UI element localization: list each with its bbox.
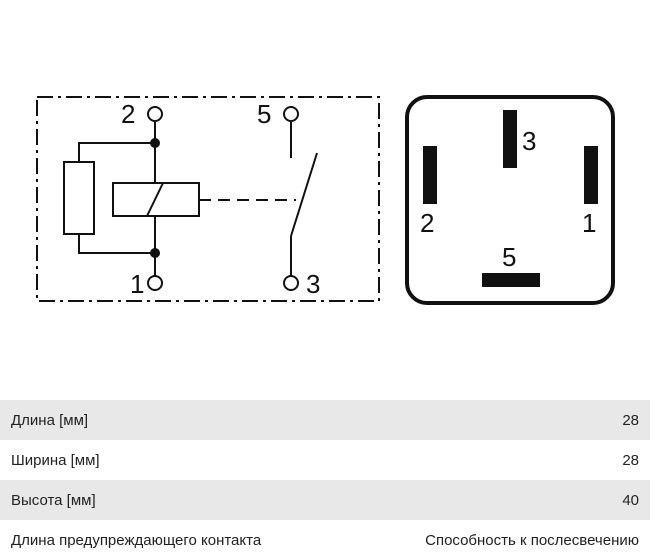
footprint-label-5: 5 xyxy=(502,242,516,272)
footprint-label-1: 1 xyxy=(582,208,596,238)
junction-dot-top xyxy=(150,138,160,148)
spec-row-width: Ширина [мм] 28 xyxy=(0,440,650,480)
spec-value: 28 xyxy=(622,451,639,469)
spec-row-length: Длина [мм] 28 xyxy=(0,400,650,440)
terminal-2 xyxy=(147,106,163,122)
spec-label: Высота [мм] xyxy=(11,491,96,509)
spec-row-warning-contact: Длина предупреждающего контакта Способно… xyxy=(0,520,650,560)
spec-label: Длина [мм] xyxy=(11,411,89,429)
footprint-pin-2 xyxy=(423,146,437,204)
terminal-label-2: 2 xyxy=(121,99,135,129)
schematic-outline xyxy=(36,96,380,302)
footprint-pin-1 xyxy=(584,146,598,204)
resistor xyxy=(63,142,155,254)
footprint-label-2: 2 xyxy=(420,208,434,238)
footprint-pin-5 xyxy=(482,273,540,287)
terminal-3 xyxy=(283,275,299,291)
footprint-pin-3 xyxy=(503,110,517,168)
switch-contact xyxy=(290,122,318,276)
relay-diagram: 2 5 1 3 3 2 1 5 xyxy=(36,95,615,305)
specs-table: Длина [мм] 28 Ширина [мм] 28 Высота [мм]… xyxy=(0,400,650,560)
spec-label: Ширина [мм] xyxy=(11,451,100,469)
junction-dot-bottom xyxy=(150,248,160,258)
footprint-outline xyxy=(405,95,615,305)
footprint-label-3: 3 xyxy=(522,126,536,156)
terminal-5 xyxy=(283,106,299,122)
terminal-label-1: 1 xyxy=(130,269,144,299)
spec-value: 40 xyxy=(622,491,639,509)
spec-row-height: Высота [мм] 40 xyxy=(0,480,650,520)
terminal-1 xyxy=(147,275,163,291)
spec-value: Способность к послесвечению xyxy=(425,531,639,549)
spec-value: 28 xyxy=(622,411,639,429)
terminal-label-5: 5 xyxy=(257,99,271,129)
terminal-label-3: 3 xyxy=(306,269,320,299)
spec-label: Длина предупреждающего контакта xyxy=(11,531,262,549)
